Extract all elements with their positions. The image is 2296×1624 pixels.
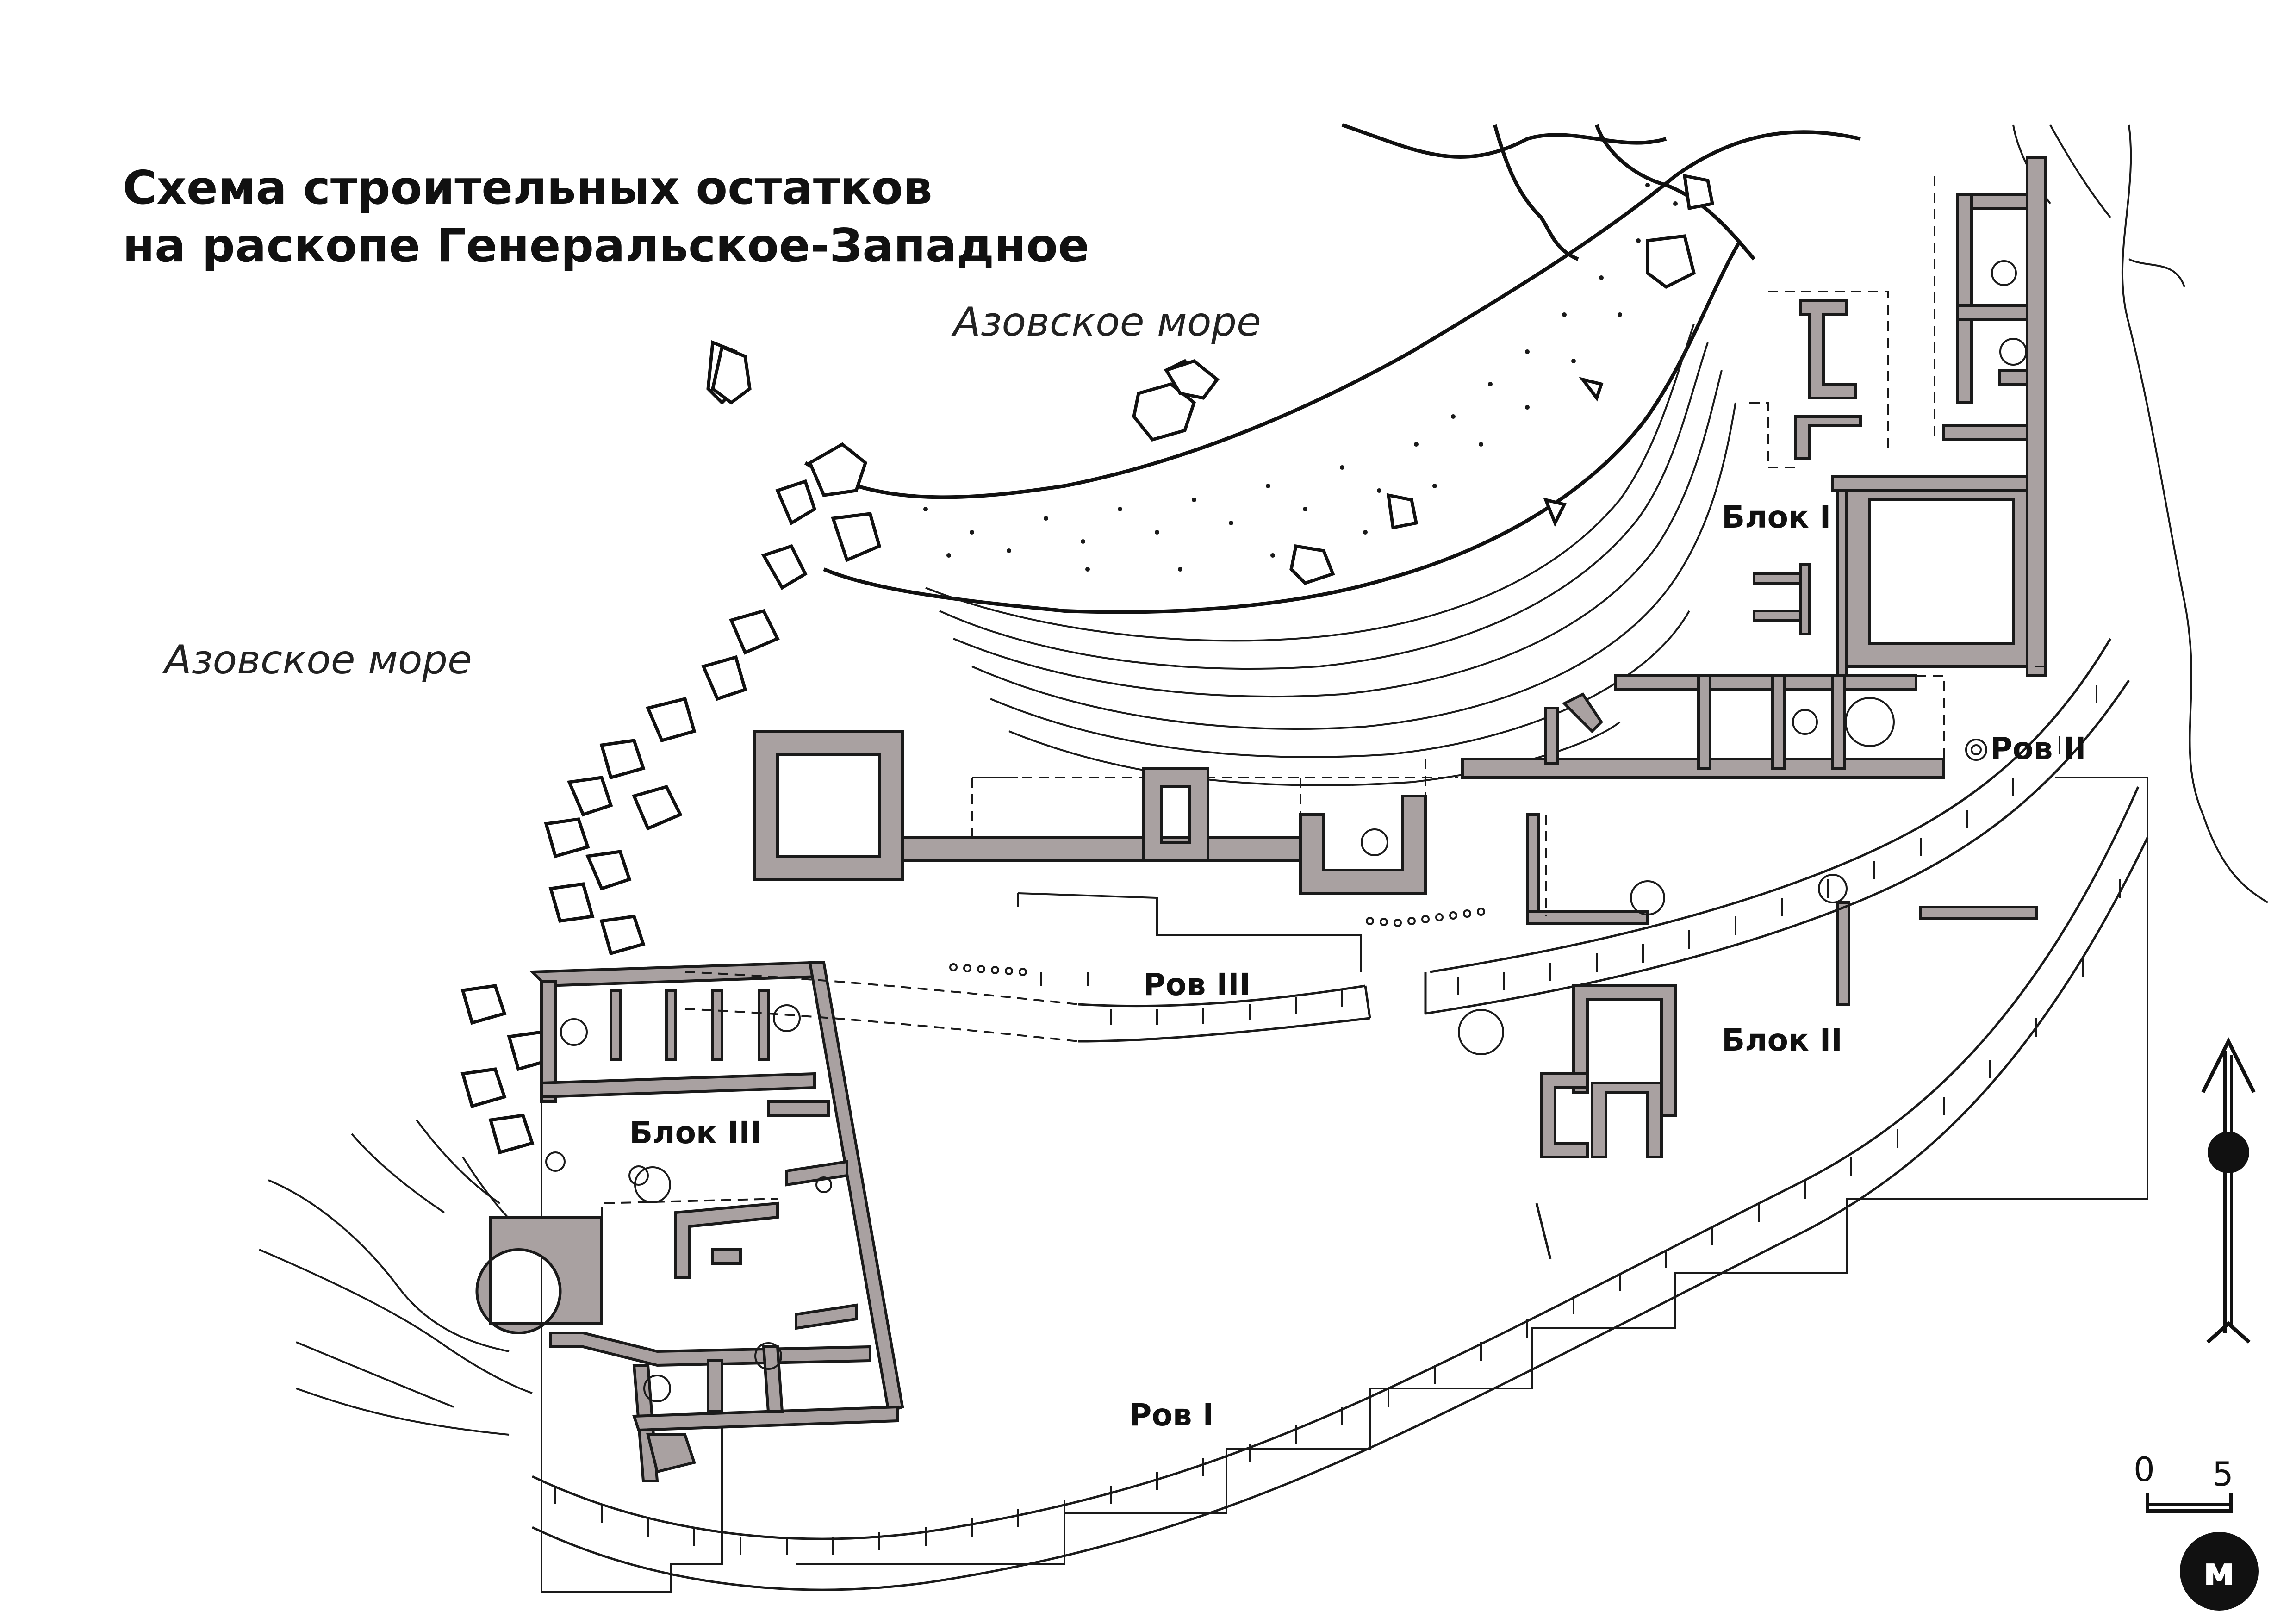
terrain-lines	[259, 1119, 533, 1436]
ditch-2-well	[1965, 739, 1987, 761]
enclosure-east-of-tower	[1299, 759, 1427, 895]
ditch-3-label: Ров III	[1143, 967, 1251, 1002]
block-1-label: Блок I	[1722, 499, 1831, 535]
pebble-line	[949, 908, 1485, 976]
block-3-label: Блок III	[629, 1115, 761, 1151]
gate-building	[1142, 767, 1209, 862]
sea-rocks	[711, 345, 1220, 442]
block-1-south-rooms	[1544, 666, 2046, 770]
sea-label-north: Азовское море	[951, 299, 1261, 345]
block-3-structures	[475, 961, 904, 1482]
scale-unit: м	[2203, 1549, 2235, 1595]
sand-stipple	[923, 183, 1678, 572]
scale-end: 5	[2212, 1455, 2234, 1493]
ditch-2-label: Ров II	[1990, 731, 2086, 766]
coastline	[804, 123, 2269, 903]
ditch-1	[531, 786, 2149, 1591]
ditch-2-tick-marks	[1457, 685, 2097, 995]
sea-label-west: Азовское море	[162, 637, 472, 683]
ditch-3	[684, 892, 1371, 1043]
scale-start: 0	[2134, 1450, 2155, 1489]
block-2-structures	[1458, 813, 2038, 1158]
north-arrow-icon	[2201, 1037, 2256, 1344]
ditch-1-tick-marks	[554, 879, 2121, 1555]
ditch-2	[1424, 638, 2130, 1015]
block-2-label: Блок II	[1722, 1022, 1842, 1058]
tower-square	[753, 730, 904, 881]
ditch-3-tick-marks	[1040, 972, 1343, 1025]
map-title-line1: Схема строительных остатков	[123, 161, 933, 215]
scale-unit-badge	[2180, 1532, 2259, 1611]
ditch-1-label: Ров I	[1129, 1397, 1214, 1433]
map-title-line2: на раскопе Генеральское-Западное	[123, 218, 1089, 273]
block-1-structures	[1749, 156, 2047, 677]
excavation-boundary	[541, 777, 2148, 1593]
scale-bar: 0 5 м	[2134, 1450, 2259, 1611]
